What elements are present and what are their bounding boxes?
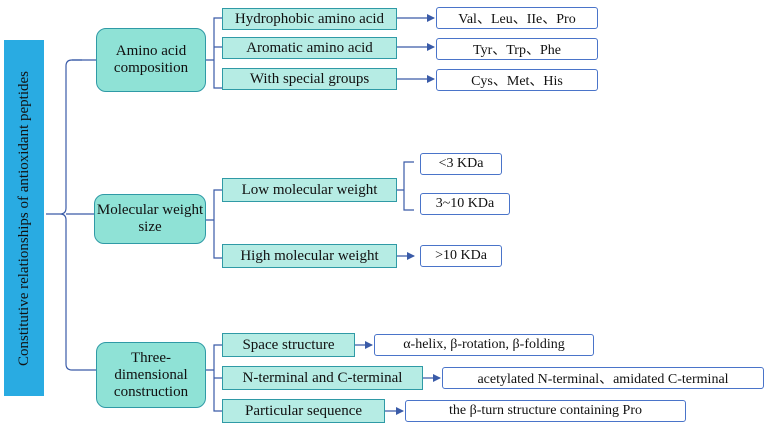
group-bracket-3 [206,344,222,412]
leaf-hydrophobic-list: Val、Leu、IIe、Pro [436,7,598,29]
leaf-label: >10 KDa [435,248,487,263]
child-label: Hydrophobic amino acid [234,10,385,27]
child-label: High molecular weight [240,247,379,264]
child-with-special-groups: With special groups [222,68,397,90]
group-label: Three-dimensional construction [113,349,189,400]
leaf-label: the β-turn structure containing Pro [449,403,642,418]
leaf-label: Val、Leu、IIe、Pro [458,12,576,27]
group-label: Molecular weight size [96,202,204,235]
leaf-special-groups-list: Cys、Met、His [436,69,598,91]
group-molecular-weight-size: Molecular weight size [94,194,206,244]
group-three-dimensional-construction: Three-dimensional construction [96,342,206,408]
child-label: Space structure [242,336,335,353]
leaf-label: Cys、Met、His [471,74,563,89]
leaf-label: 3~10 KDa [435,196,495,211]
root-node: Constitutive relationships of antioxidan… [4,40,44,396]
child-space-structure: Space structure [222,333,355,357]
leaf-over-10-kda: >10 KDa [420,245,502,267]
group-bracket-2 [206,189,222,259]
child-label: N-terminal and C-terminal [242,369,403,386]
child-hydrophobic-amino-acid: Hydrophobic amino acid [222,8,397,30]
leaf-under-3-kda: <3 KDa [420,153,502,175]
leaf-3-to-10-kda: 3~10 KDa [420,193,510,215]
child-aromatic-amino-acid: Aromatic amino acid [222,37,397,59]
child-n-and-c-terminal: N-terminal and C-terminal [222,366,423,390]
group-bracket-1 [206,17,222,89]
root-bracket [46,59,96,371]
child-label: With special groups [249,70,370,87]
root-label: Constitutive relationships of antioxidan… [15,70,32,366]
leaf-label: Tyr、Trp、Phe [473,43,561,58]
leaf-terminal-modifications: acetylated N-terminal、amidated C-termina… [442,367,764,389]
leaf-label: <3 KDa [438,156,484,171]
leaf-space-structure-list: α-helix, β-rotation, β-folding [374,334,594,356]
leaf-label: α-helix, β-rotation, β-folding [403,337,565,352]
child-high-molecular-weight: High molecular weight [222,244,397,268]
leaf-aromatic-list: Tyr、Trp、Phe [436,38,598,60]
child-particular-sequence: Particular sequence [222,399,385,423]
child-low-molecular-weight: Low molecular weight [222,178,397,202]
child-label: Aromatic amino acid [246,39,373,56]
group-label: Amino acid composition [113,43,189,76]
child-label: Low molecular weight [241,181,378,198]
leaf-beta-turn-structure: the β-turn structure containing Pro [405,400,686,422]
child-label: Particular sequence [244,402,363,419]
leaf-bracket [396,161,414,211]
group-amino-acid-composition: Amino acid composition [96,28,206,92]
leaf-label: acetylated N-terminal、amidated C-termina… [477,372,729,387]
